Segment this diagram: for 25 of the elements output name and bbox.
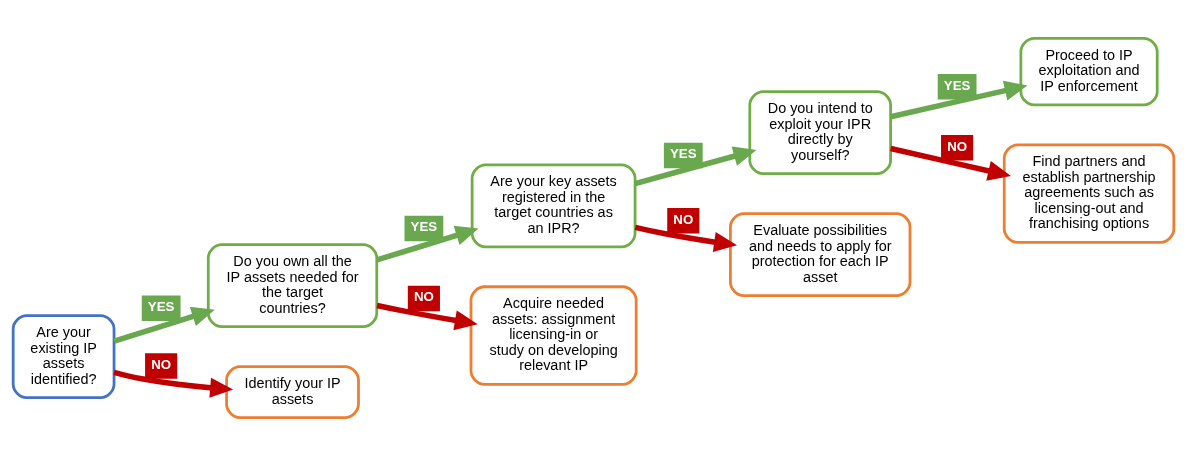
arrow [376,302,478,331]
arrow [890,145,1011,181]
node-box: Acquire needed assets: assignment licensing-in or study on developing relevant IP [469,285,638,386]
edge-label: NO [151,356,172,372]
node-box: Are your key assets registered in the target countries as an IPR? [470,163,637,249]
node-box: Do you own all the IP assets needed for the target countries? [206,243,379,329]
arrow [634,224,738,252]
arrow [376,225,479,263]
node-box: Are your existing IP assets identified? [11,314,116,399]
edge-label: NO [673,211,694,227]
edge-label: YES [147,299,175,315]
arrow [890,80,1028,120]
edge-label: YES [410,219,438,235]
arrow [113,306,215,344]
node-box: Evaluate possibilities and needs to apply for protection for each IP asset [729,212,912,297]
arrow [634,146,757,187]
edge-label: NO [413,289,434,305]
node-box: Do you intend to exploit your IPR directly by yourself? [748,90,892,176]
node-box: Proceed to IP exploitation and IP enforcement [1019,37,1159,107]
arrow [113,369,234,398]
node-box: Find partners and establish partnership agreements such as licensing-out and franchising options [1002,143,1176,244]
node-box: Identify your IP assets [225,365,360,419]
edge-label: NO [947,138,968,154]
edge-label: YES [943,77,971,93]
edge-label: YES [669,146,697,162]
